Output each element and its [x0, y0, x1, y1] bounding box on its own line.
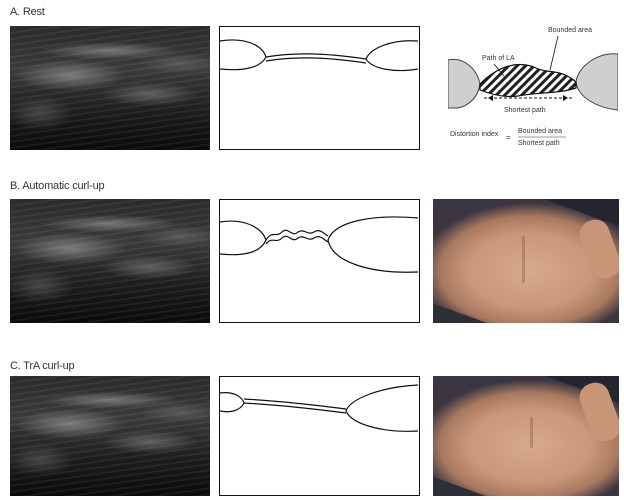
tracing-automatic — [219, 199, 420, 323]
muscle-right-outline — [366, 41, 418, 71]
muscle-right-outline — [328, 217, 418, 272]
bounded-area-label: Bounded area — [548, 27, 592, 34]
distortion-index-label: Distortion index — [450, 131, 499, 138]
equals-sign: = — [506, 133, 511, 142]
path-of-la-label: Path of LA — [482, 55, 515, 62]
muscle-left-outline — [220, 221, 266, 255]
row-title-tra-curl-up: C. TrA curl-up — [10, 360, 74, 372]
distortion-index-diagram: Path of LA Bounded area Shortest path Di… — [448, 14, 618, 154]
row-title-rest: A. Rest — [10, 6, 45, 18]
distortion-index-svg: Path of LA Bounded area Shortest path Di… — [448, 14, 618, 154]
abdomen-photo-tra — [433, 376, 619, 496]
tracing-automatic-svg — [220, 200, 418, 321]
abdomen-midline — [522, 236, 525, 283]
abdomen-midline — [530, 417, 533, 448]
linea-alba-lower — [266, 58, 366, 63]
bounded-label-leader — [550, 36, 558, 70]
ratio-denominator: Shortest path — [518, 140, 560, 147]
muscle-left-outline — [220, 40, 266, 70]
tracing-tra-svg — [220, 377, 418, 494]
muscle-left-outline — [220, 393, 244, 412]
row-title-automatic-curl-up: B. Automatic curl-up — [10, 180, 104, 192]
tracing-tra — [219, 376, 420, 496]
linea-alba-wavy-lower — [266, 236, 328, 244]
abdomen-photo-automatic — [433, 199, 619, 323]
ultrasound-image-tra — [10, 376, 210, 496]
hand — [576, 379, 619, 446]
bounded-area-hatch — [480, 65, 576, 97]
hand — [576, 216, 619, 283]
ratio-numerator: Bounded area — [518, 128, 562, 135]
tracing-rest-svg — [220, 27, 418, 148]
shortest-path-label: Shortest path — [504, 107, 546, 114]
tracing-rest — [219, 26, 420, 150]
left-muscle-shape — [448, 59, 480, 108]
right-muscle-shape — [576, 54, 618, 110]
ultrasound-image-rest — [10, 26, 210, 150]
ultrasound-image-automatic — [10, 199, 210, 323]
muscle-right-outline — [346, 385, 418, 431]
linea-alba-lower — [244, 403, 346, 413]
